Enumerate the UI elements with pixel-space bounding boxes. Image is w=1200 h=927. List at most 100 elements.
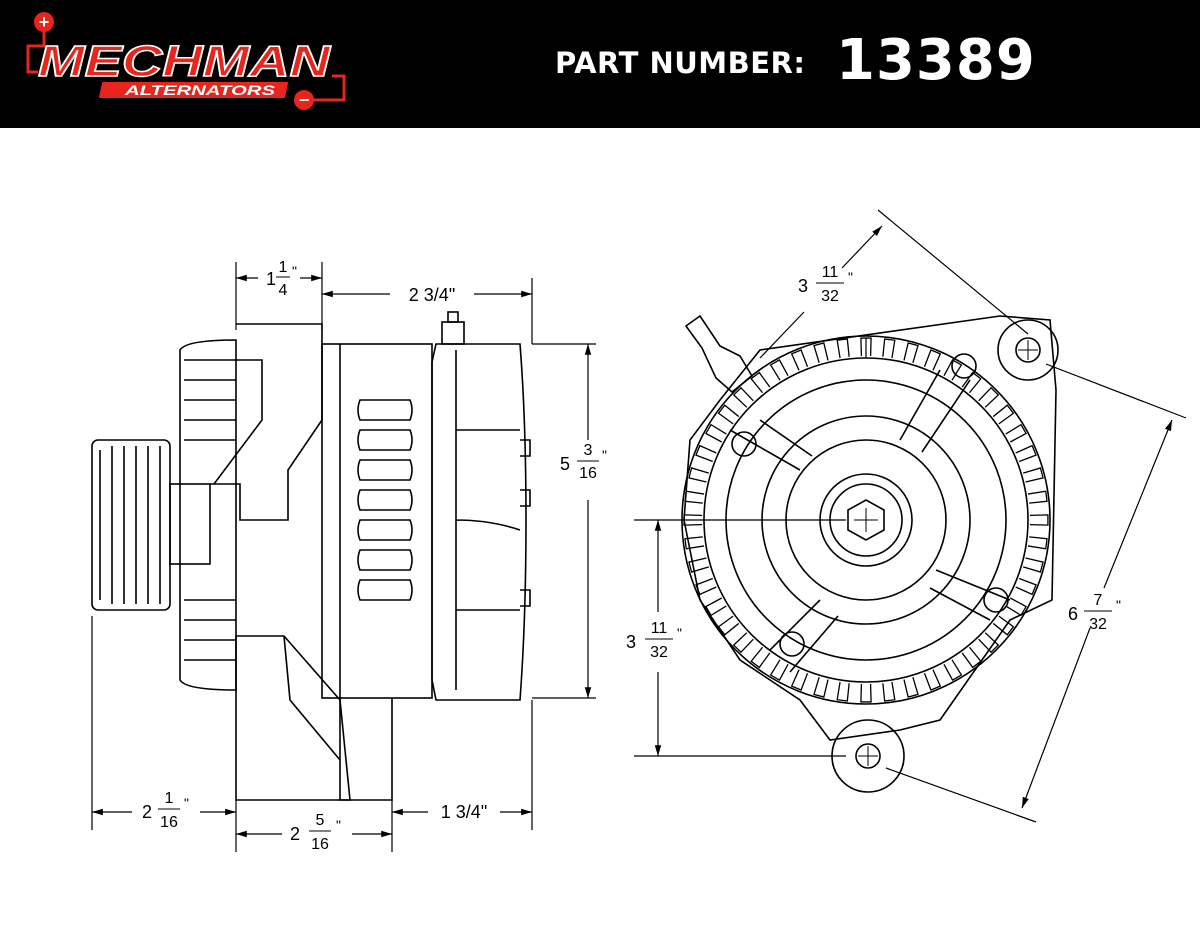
fan-tooth [1029,514,1049,526]
fan-tooth [790,349,809,371]
fan-tooth [769,358,789,381]
fan-tooth [1022,557,1044,573]
dimension-drawing: 1 1 4 " 2 3/4" 5 3 16 " 2 1 16 " 2 5 16 … [91,209,1187,853]
svg-text:": " [292,263,297,279]
fan-tooth [961,371,982,394]
fan-tooth [695,444,717,463]
fan-tooth [923,669,942,691]
fan-tooth [732,632,754,654]
svg-text:16: 16 [579,465,597,482]
dim-label-side-bottom-mid: 2 5 16 " [290,812,341,853]
svg-text:6: 6 [1068,604,1078,624]
fan-tooth [943,358,963,381]
dim-label-side-bottom-left: 2 1 16 " [142,790,189,831]
fan-tooth [732,386,754,408]
fan-tooth [704,597,727,617]
fan-tooth [813,342,829,364]
svg-text:32: 32 [1089,616,1107,633]
svg-text:2: 2 [290,824,300,844]
fan-tooth [961,646,982,669]
front-view-alternator [681,314,1059,793]
fan-tooth [1027,490,1048,504]
logo-wordmark: MECHMAN [38,37,332,86]
svg-text:2: 2 [142,802,152,822]
fan-tooth [688,467,710,483]
fan-tooth [1015,444,1037,463]
side-view-alternator [91,311,531,801]
svg-text:16: 16 [311,836,329,853]
fan-tooth [903,676,919,698]
fan-tooth [978,386,1000,408]
fan-tooth [684,536,705,550]
fan-tooth [717,615,740,636]
fan-tooth [813,676,829,698]
svg-text:": " [184,795,189,811]
svg-text:": " [848,269,853,285]
vent-slots [357,399,413,601]
fan-tooth [992,404,1015,425]
fan-tooth [923,349,942,371]
fan-tooth [1005,423,1027,443]
svg-text:": " [1116,597,1121,613]
fan-tooth [860,683,872,703]
part-number-label: PART NUMBER: [555,46,806,80]
side-view-dimensions [91,262,596,852]
front-view-dimensions [634,209,1187,823]
svg-text:4: 4 [279,282,288,299]
minus-terminal-icon [294,90,314,110]
fan-tooth [750,646,771,669]
fan-tooth [882,681,896,702]
svg-text:5: 5 [560,454,570,474]
fan-tooth [769,659,789,682]
fan-tooth [1015,577,1037,596]
fan-tooth [750,371,771,394]
svg-text:3: 3 [584,442,593,459]
fan-teeth [683,337,1049,703]
svg-text:16: 16 [160,814,178,831]
fan-tooth [704,423,727,443]
svg-text:3: 3 [626,632,636,652]
svg-text:32: 32 [650,644,668,661]
fan-tooth [684,490,705,504]
svg-text:32: 32 [821,288,839,305]
dim-label-front-lower: 3 11 32 " [626,620,682,661]
fan-tooth [903,342,919,364]
svg-text:1: 1 [279,259,288,276]
svg-text:1: 1 [165,790,174,807]
fan-tooth [1022,467,1044,483]
svg-text:": " [677,625,682,641]
svg-text:": " [336,817,341,833]
svg-text:3: 3 [798,276,808,296]
dim-label-side-pulley-offset: 1 1 4 " [266,259,297,299]
svg-text:11: 11 [651,620,668,637]
fan-tooth [992,615,1015,636]
fan-tooth [836,681,850,702]
part-number-value: 13389 [836,28,1036,93]
fan-tooth [688,557,710,573]
svg-text:+: + [39,12,50,32]
fan-tooth [1005,597,1027,617]
svg-text:−: − [299,90,310,110]
fan-tooth [978,632,1000,654]
center-marks [854,340,1038,766]
dim-label-front-top-ear: 3 11 32 " [798,264,853,305]
svg-text:": " [602,447,607,463]
svg-text:5: 5 [316,812,325,829]
pulley-icon [91,439,171,611]
fan-tooth [836,338,850,359]
plus-terminal-icon [34,12,54,32]
fan-tooth [695,577,717,596]
logo-tagline: ALTERNATORS [124,82,276,98]
mechman-logo: + − MECHMAN ALTERNATORS [26,12,346,110]
fan-tooth [717,404,740,425]
fan-tooth [882,338,896,359]
mount-ear-top-icon [997,319,1059,381]
dim-label-side-height: 5 3 16 " [560,442,607,482]
fan-tooth [860,337,872,357]
dim-label-side-body-length: 2 3/4" [409,285,455,305]
fan-tooth [943,659,963,682]
svg-text:1: 1 [266,269,276,289]
svg-text:11: 11 [822,264,839,281]
shaft-nut-icon [847,499,885,541]
header-bar: + − MECHMAN ALTERNATORS PART NUMBER: 133… [0,0,1200,128]
